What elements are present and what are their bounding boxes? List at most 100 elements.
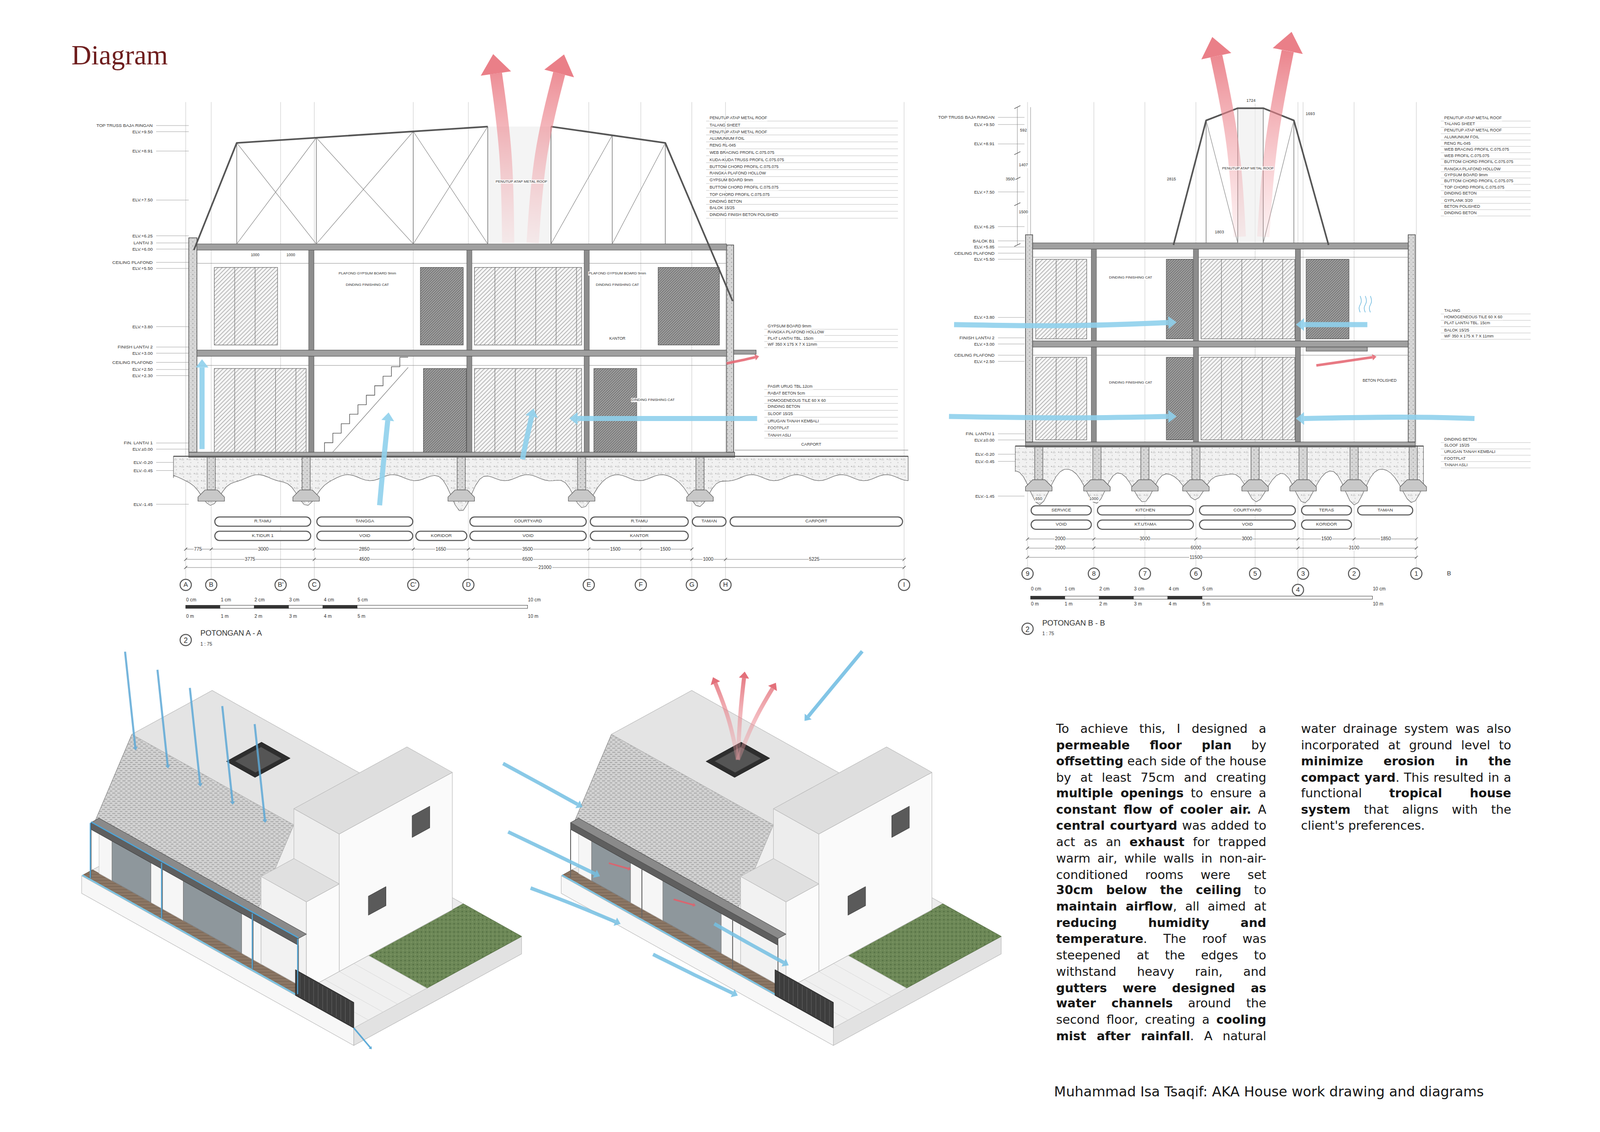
- section-a-a-part: [315, 137, 317, 245]
- grid-bubble: 8: [1087, 567, 1101, 580]
- rain-isometric-view-part: [90, 818, 307, 939]
- rain-isometric-view-part: [157, 669, 168, 766]
- section-a-a-part: [316, 137, 414, 245]
- room-band-text: KT.UTAMA: [1134, 522, 1157, 527]
- material-note: PENUTUP ATAP METAL ROOF: [495, 179, 548, 184]
- room-band: VOID: [1030, 519, 1092, 530]
- section-b-b-part: [997, 337, 1025, 338]
- scale-label: 5 cm: [356, 597, 368, 603]
- rain-isometric-view-part: [313, 980, 314, 1004]
- grid-bubble-text: 1: [1414, 570, 1419, 578]
- elevation-label: ELV.+6.25: [131, 233, 153, 239]
- room-band-text: R.TAMU: [630, 519, 648, 524]
- section-b-b-part: [1194, 537, 1198, 541]
- material-callout: HOMOGENEOUS TILE 60 X 60: [767, 398, 827, 403]
- airflow-isometric-view-part: [715, 682, 738, 760]
- elevation-label: FINISH LANTAI 2: [117, 344, 153, 350]
- section-b-b-part: [997, 226, 1025, 227]
- grid-bubble: 3: [1296, 567, 1310, 580]
- room-band-text: K.TIDUR 1: [251, 533, 274, 539]
- section-a-a-part: [156, 375, 189, 376]
- section-b-b-part: [1349, 445, 1359, 480]
- material-callout: DINDING BETON: [767, 405, 801, 410]
- elevation-label: ELV.+2.50: [973, 358, 995, 364]
- rain-isometric-view-part: [295, 969, 354, 1028]
- room-band-text: COURTYARD: [1233, 508, 1262, 513]
- room-band-text: VOID: [359, 533, 371, 539]
- material-callout: FOOTPLAT: [767, 425, 790, 431]
- section-b-b-part: [1091, 346, 1097, 442]
- section-a-a-part: [706, 148, 898, 149]
- airflow-isometric-view-part: [824, 998, 826, 1022]
- section-a-a-part: [156, 369, 189, 370]
- scale-label: 0 cm: [1030, 586, 1042, 592]
- airflow-isometric-view-part: [530, 887, 616, 922]
- section-b-b-part: [1440, 467, 1531, 468]
- section-a-a-part: [185, 605, 221, 609]
- description-run: maintain airflow: [1056, 899, 1174, 914]
- scale-label: 0 cm: [185, 597, 197, 603]
- section-a-a-part: [312, 557, 316, 562]
- description-run: , all aimed at: [1173, 899, 1267, 914]
- material-callout: TALANG SHEET: [1443, 122, 1476, 127]
- section-a-a-part: [234, 368, 236, 452]
- room-band-text: KORIDOR: [1316, 522, 1338, 527]
- material-callout: RANGKA PLAFOND HOLLOW: [1443, 166, 1501, 172]
- dimension: 650: [1034, 496, 1043, 502]
- scale-label: 4 cm: [323, 597, 335, 603]
- room-band-text: TERAS: [1319, 508, 1335, 513]
- elevation-label: ELV.+6.25: [973, 224, 995, 230]
- section-b-b-part: [1440, 209, 1531, 210]
- section-b-b-part: [1034, 445, 1044, 480]
- section-b-b-part: [1166, 356, 1193, 440]
- section-a-a-part: [302, 456, 311, 490]
- section-b-b-part: [1263, 51, 1288, 237]
- section-b-b-part: [997, 258, 1025, 260]
- airflow-isometric-view-part: [641, 868, 643, 918]
- dimension: 1650: [435, 546, 447, 552]
- room-band-text: CARPORT: [805, 519, 828, 524]
- section-number: 2: [179, 633, 192, 646]
- section-a-a-part: [456, 456, 466, 490]
- material-note: DINDING FINISHING CAT: [1108, 275, 1153, 280]
- rain-isometric-view-part: [304, 975, 305, 999]
- section-b-b-part: [1216, 56, 1240, 237]
- material-callout: DINDING BETON: [1443, 191, 1478, 197]
- section-a-a-part: [522, 416, 532, 460]
- section-b-b-part: [1092, 546, 1096, 550]
- section-a-a-part: [556, 368, 557, 452]
- section-a-a-part: [316, 131, 414, 244]
- section-a-a-part: [764, 409, 898, 411]
- section-b-b-part: [1440, 126, 1531, 128]
- section-a-a-part: [569, 412, 578, 425]
- section-a-a-part: [214, 267, 278, 346]
- room-band: COURTYARD: [1199, 504, 1296, 515]
- section-a-a-part: [902, 565, 906, 569]
- room-band-text: KANTOR: [629, 533, 649, 539]
- section-a-a-part: [764, 335, 898, 336]
- section-a-a-part: [480, 53, 511, 76]
- material-note: PENUTUP ATAP METAL ROOF: [1221, 166, 1275, 171]
- section-a-a-part: [173, 455, 908, 457]
- airflow-isometric-view-part: [503, 763, 578, 804]
- material-callout: GYPLANK 3/20: [1443, 198, 1474, 203]
- section-b-b-part: [1055, 356, 1057, 440]
- section-b-b-part: [1032, 242, 1409, 249]
- grid-bubble-text: 5: [1253, 570, 1257, 578]
- section-b-b-part: [1201, 595, 1373, 599]
- section-b-b-part: [1440, 332, 1531, 334]
- section-a-a-part: [706, 155, 898, 157]
- section-b-b-part: [1099, 595, 1134, 599]
- room-band-text: TANGGA: [355, 519, 375, 524]
- section-a-a-part: [156, 503, 189, 505]
- section-a-a-part: [332, 367, 409, 453]
- grid-bubble: 4: [1291, 583, 1305, 597]
- section-a-a-part: [236, 142, 237, 244]
- material-note: DINDING FINISHING CAT: [595, 282, 640, 287]
- material-callout: RABAT BETON 5cm: [767, 391, 806, 396]
- material-callout: TANAH ASLI: [767, 432, 792, 438]
- room-band-text: VOID: [1242, 522, 1254, 527]
- material-callout: RANGKA PLAFOND HOLLOW: [709, 171, 767, 177]
- section-a-a-part: [695, 456, 704, 490]
